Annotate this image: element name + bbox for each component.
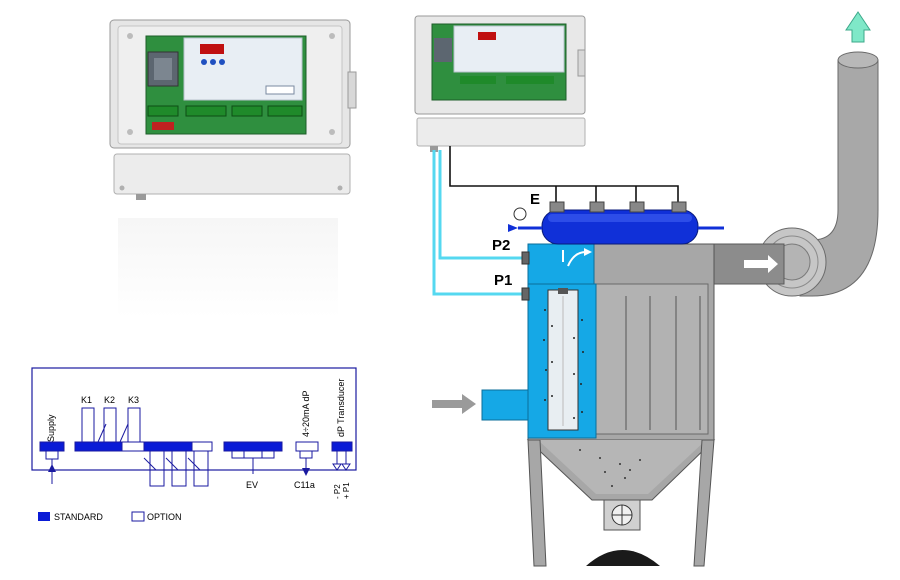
terminal-ev xyxy=(223,441,283,452)
controller-photo-large xyxy=(109,19,357,200)
photo-reflection xyxy=(118,218,338,318)
terminal-analog-option xyxy=(295,441,319,452)
control-cable xyxy=(449,146,679,204)
label-dp-transducer: dP Transducer xyxy=(336,378,346,437)
legend-standard-label: STANDARD xyxy=(54,512,103,522)
controller-photo-small xyxy=(414,15,586,152)
label-k2: K2 xyxy=(104,395,116,405)
wiring-diagram xyxy=(31,367,357,522)
label-pressure-p1: P1 xyxy=(494,272,513,289)
terminal-transducer xyxy=(331,441,353,452)
legend-option-label: OPTION xyxy=(147,512,182,522)
terminal-relays xyxy=(74,441,123,452)
pressure-line-p2 xyxy=(438,150,528,260)
label-k1: K1 xyxy=(81,395,93,405)
pressure-line-p1 xyxy=(432,150,528,296)
label-c11a: C11a xyxy=(294,480,315,490)
legend-option-swatch xyxy=(131,511,145,522)
inlet-duct xyxy=(481,389,529,421)
label-ev: EV xyxy=(246,480,259,490)
terminal-outputs xyxy=(143,441,193,452)
terminal-outputs-option xyxy=(191,441,213,452)
tap-p2 xyxy=(521,251,530,265)
label-pressure-p2: P2 xyxy=(492,237,511,254)
dust-particles xyxy=(543,309,584,419)
solenoid-valves xyxy=(549,201,687,213)
label-k3: K3 xyxy=(128,395,140,405)
label-supply: Supply xyxy=(46,414,56,442)
terminal-relays-option xyxy=(121,441,145,452)
terminal-supply xyxy=(39,441,65,452)
filter-diagram xyxy=(414,11,879,567)
label-analog-dp: 4÷20mA dP xyxy=(301,390,311,437)
label-p1: + P1 xyxy=(342,482,351,499)
inlet-arrow xyxy=(432,394,476,414)
label-electrovalves: E xyxy=(530,191,541,208)
exhaust-arrow xyxy=(845,11,871,43)
label-p2: - P2 xyxy=(333,484,342,499)
tap-p1 xyxy=(521,287,530,301)
dust-pile xyxy=(586,550,660,566)
legend-standard-swatch xyxy=(38,512,50,521)
exhaust-duct xyxy=(799,59,879,297)
